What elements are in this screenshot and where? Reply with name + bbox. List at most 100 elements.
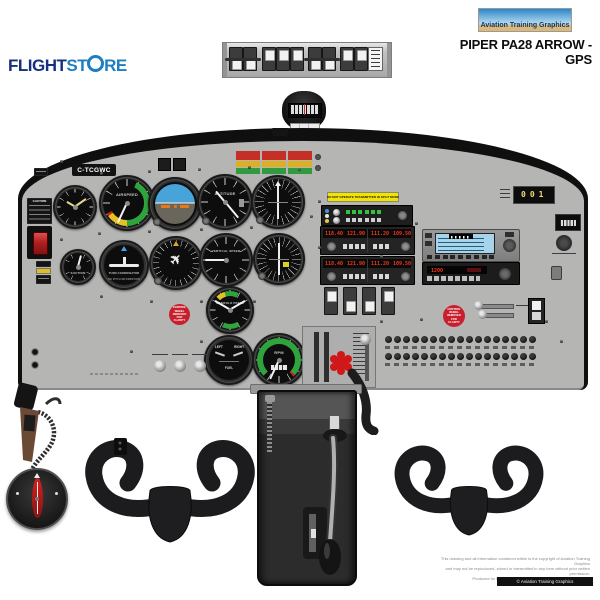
rocker-switch[interactable] <box>340 47 354 71</box>
circuit-breaker[interactable] <box>465 336 474 344</box>
radio-button[interactable] <box>349 274 353 279</box>
obs-knob[interactable] <box>257 272 266 281</box>
com-tune-knob[interactable] <box>327 242 336 251</box>
ptt-switch[interactable] <box>114 438 127 455</box>
radio-button[interactable] <box>385 244 389 249</box>
circuit-breaker[interactable] <box>492 336 501 344</box>
gps-button[interactable] <box>425 233 432 238</box>
circuit-breaker[interactable] <box>420 353 429 361</box>
xpdr-key[interactable] <box>447 276 453 281</box>
circuit-breaker[interactable] <box>402 336 411 344</box>
elt-switch-knob[interactable] <box>556 235 572 251</box>
radio-button[interactable] <box>379 274 383 279</box>
audio-button[interactable] <box>352 218 357 222</box>
audio-button[interactable] <box>358 218 363 222</box>
radio-button[interactable] <box>343 244 347 249</box>
pedestal-button[interactable] <box>329 415 340 430</box>
landing-gear-selector[interactable] <box>334 356 348 370</box>
gps-button[interactable] <box>425 241 432 246</box>
xpdr-key[interactable] <box>454 276 460 281</box>
audio-button[interactable] <box>370 218 375 222</box>
xpdr-key[interactable] <box>440 276 446 281</box>
circuit-breaker[interactable] <box>465 353 474 361</box>
circuit-breaker[interactable] <box>402 353 411 361</box>
circuit-breaker[interactable] <box>385 353 393 361</box>
radio-button[interactable] <box>361 274 365 279</box>
cage-knob[interactable] <box>153 218 161 226</box>
master-switch[interactable] <box>33 232 48 255</box>
gps-key[interactable] <box>481 255 487 259</box>
door-latch[interactable] <box>551 266 562 280</box>
avionics-switch[interactable] <box>362 287 376 315</box>
rocker-switch[interactable] <box>262 47 276 71</box>
circuit-breaker[interactable] <box>474 336 483 344</box>
circuit-breaker[interactable] <box>411 336 420 344</box>
flap-handle[interactable] <box>300 430 360 580</box>
instrument-light-knob[interactable] <box>194 360 206 372</box>
gps-button[interactable] <box>505 232 514 237</box>
xpdr-key[interactable] <box>427 276 432 281</box>
circuit-breaker[interactable] <box>528 336 537 344</box>
gps-knob[interactable] <box>503 239 516 252</box>
circuit-breaker[interactable] <box>519 336 528 344</box>
friction-slider-knob[interactable] <box>360 334 371 345</box>
gps-key[interactable] <box>465 255 471 259</box>
circuit-breaker[interactable] <box>528 353 537 361</box>
defrost-slider[interactable] <box>478 310 487 319</box>
audio-volume-knob[interactable] <box>398 211 407 220</box>
test-button[interactable] <box>315 154 321 160</box>
com-tune-knob[interactable] <box>327 272 336 281</box>
circuit-breaker[interactable] <box>456 353 465 361</box>
radio-button[interactable] <box>379 244 383 249</box>
circuit-breaker[interactable] <box>438 353 447 361</box>
panel-light-knob[interactable] <box>154 360 166 372</box>
xpdr-knob[interactable] <box>499 268 511 280</box>
radio-button[interactable] <box>343 274 347 279</box>
audio-knob[interactable] <box>333 217 340 224</box>
circuit-breaker[interactable] <box>501 336 510 344</box>
gps-key[interactable] <box>489 255 495 259</box>
circuit-breaker[interactable] <box>501 353 510 361</box>
circuit-breaker[interactable] <box>438 336 447 344</box>
right-rocker-switch[interactable] <box>528 298 545 324</box>
circuit-breaker[interactable] <box>456 336 465 344</box>
circuit-breaker[interactable] <box>411 353 420 361</box>
radio-button[interactable] <box>361 244 365 249</box>
circuit-breaker[interactable] <box>510 353 519 361</box>
left-control-yoke[interactable] <box>80 436 260 552</box>
day-night-button[interactable] <box>315 165 321 171</box>
circuit-breaker[interactable] <box>393 336 402 344</box>
circuit-breaker[interactable] <box>420 336 429 344</box>
radio-button[interactable] <box>355 244 359 249</box>
gps-key[interactable] <box>473 255 479 259</box>
circuit-breaker[interactable] <box>492 353 501 361</box>
audio-button[interactable] <box>346 218 350 222</box>
rocker-switch[interactable] <box>354 47 368 71</box>
gps-key[interactable] <box>427 255 432 259</box>
mic-ptt-buttons[interactable] <box>23 414 36 432</box>
rocker-switch[interactable] <box>276 47 290 71</box>
dimmer-switch[interactable] <box>173 158 186 171</box>
circuit-breaker[interactable] <box>447 336 456 344</box>
audio-button[interactable] <box>376 218 381 222</box>
nav-tune-knob[interactable] <box>401 242 410 251</box>
avionics-switch[interactable] <box>324 287 338 315</box>
heading-knob[interactable] <box>154 277 162 285</box>
rocker-switch[interactable] <box>290 47 304 71</box>
radio-button[interactable] <box>373 274 377 279</box>
xpdr-key[interactable] <box>475 276 481 281</box>
circuit-breaker[interactable] <box>429 336 438 344</box>
mic-jack[interactable] <box>31 348 39 356</box>
circuit-breaker[interactable] <box>429 353 438 361</box>
xpdr-key[interactable] <box>433 276 439 281</box>
kollsman-knob[interactable] <box>202 216 211 225</box>
trim-crank-rod[interactable] <box>267 402 272 452</box>
right-control-yoke[interactable] <box>390 442 548 544</box>
circuit-breaker[interactable] <box>510 336 519 344</box>
obs-knob[interactable] <box>256 216 264 224</box>
radio-light-knob[interactable] <box>174 360 186 372</box>
nav-tune-knob[interactable] <box>401 272 410 281</box>
audio-knob[interactable] <box>333 209 340 216</box>
avionics-switch[interactable] <box>343 287 357 315</box>
xpdr-key[interactable] <box>461 276 467 281</box>
